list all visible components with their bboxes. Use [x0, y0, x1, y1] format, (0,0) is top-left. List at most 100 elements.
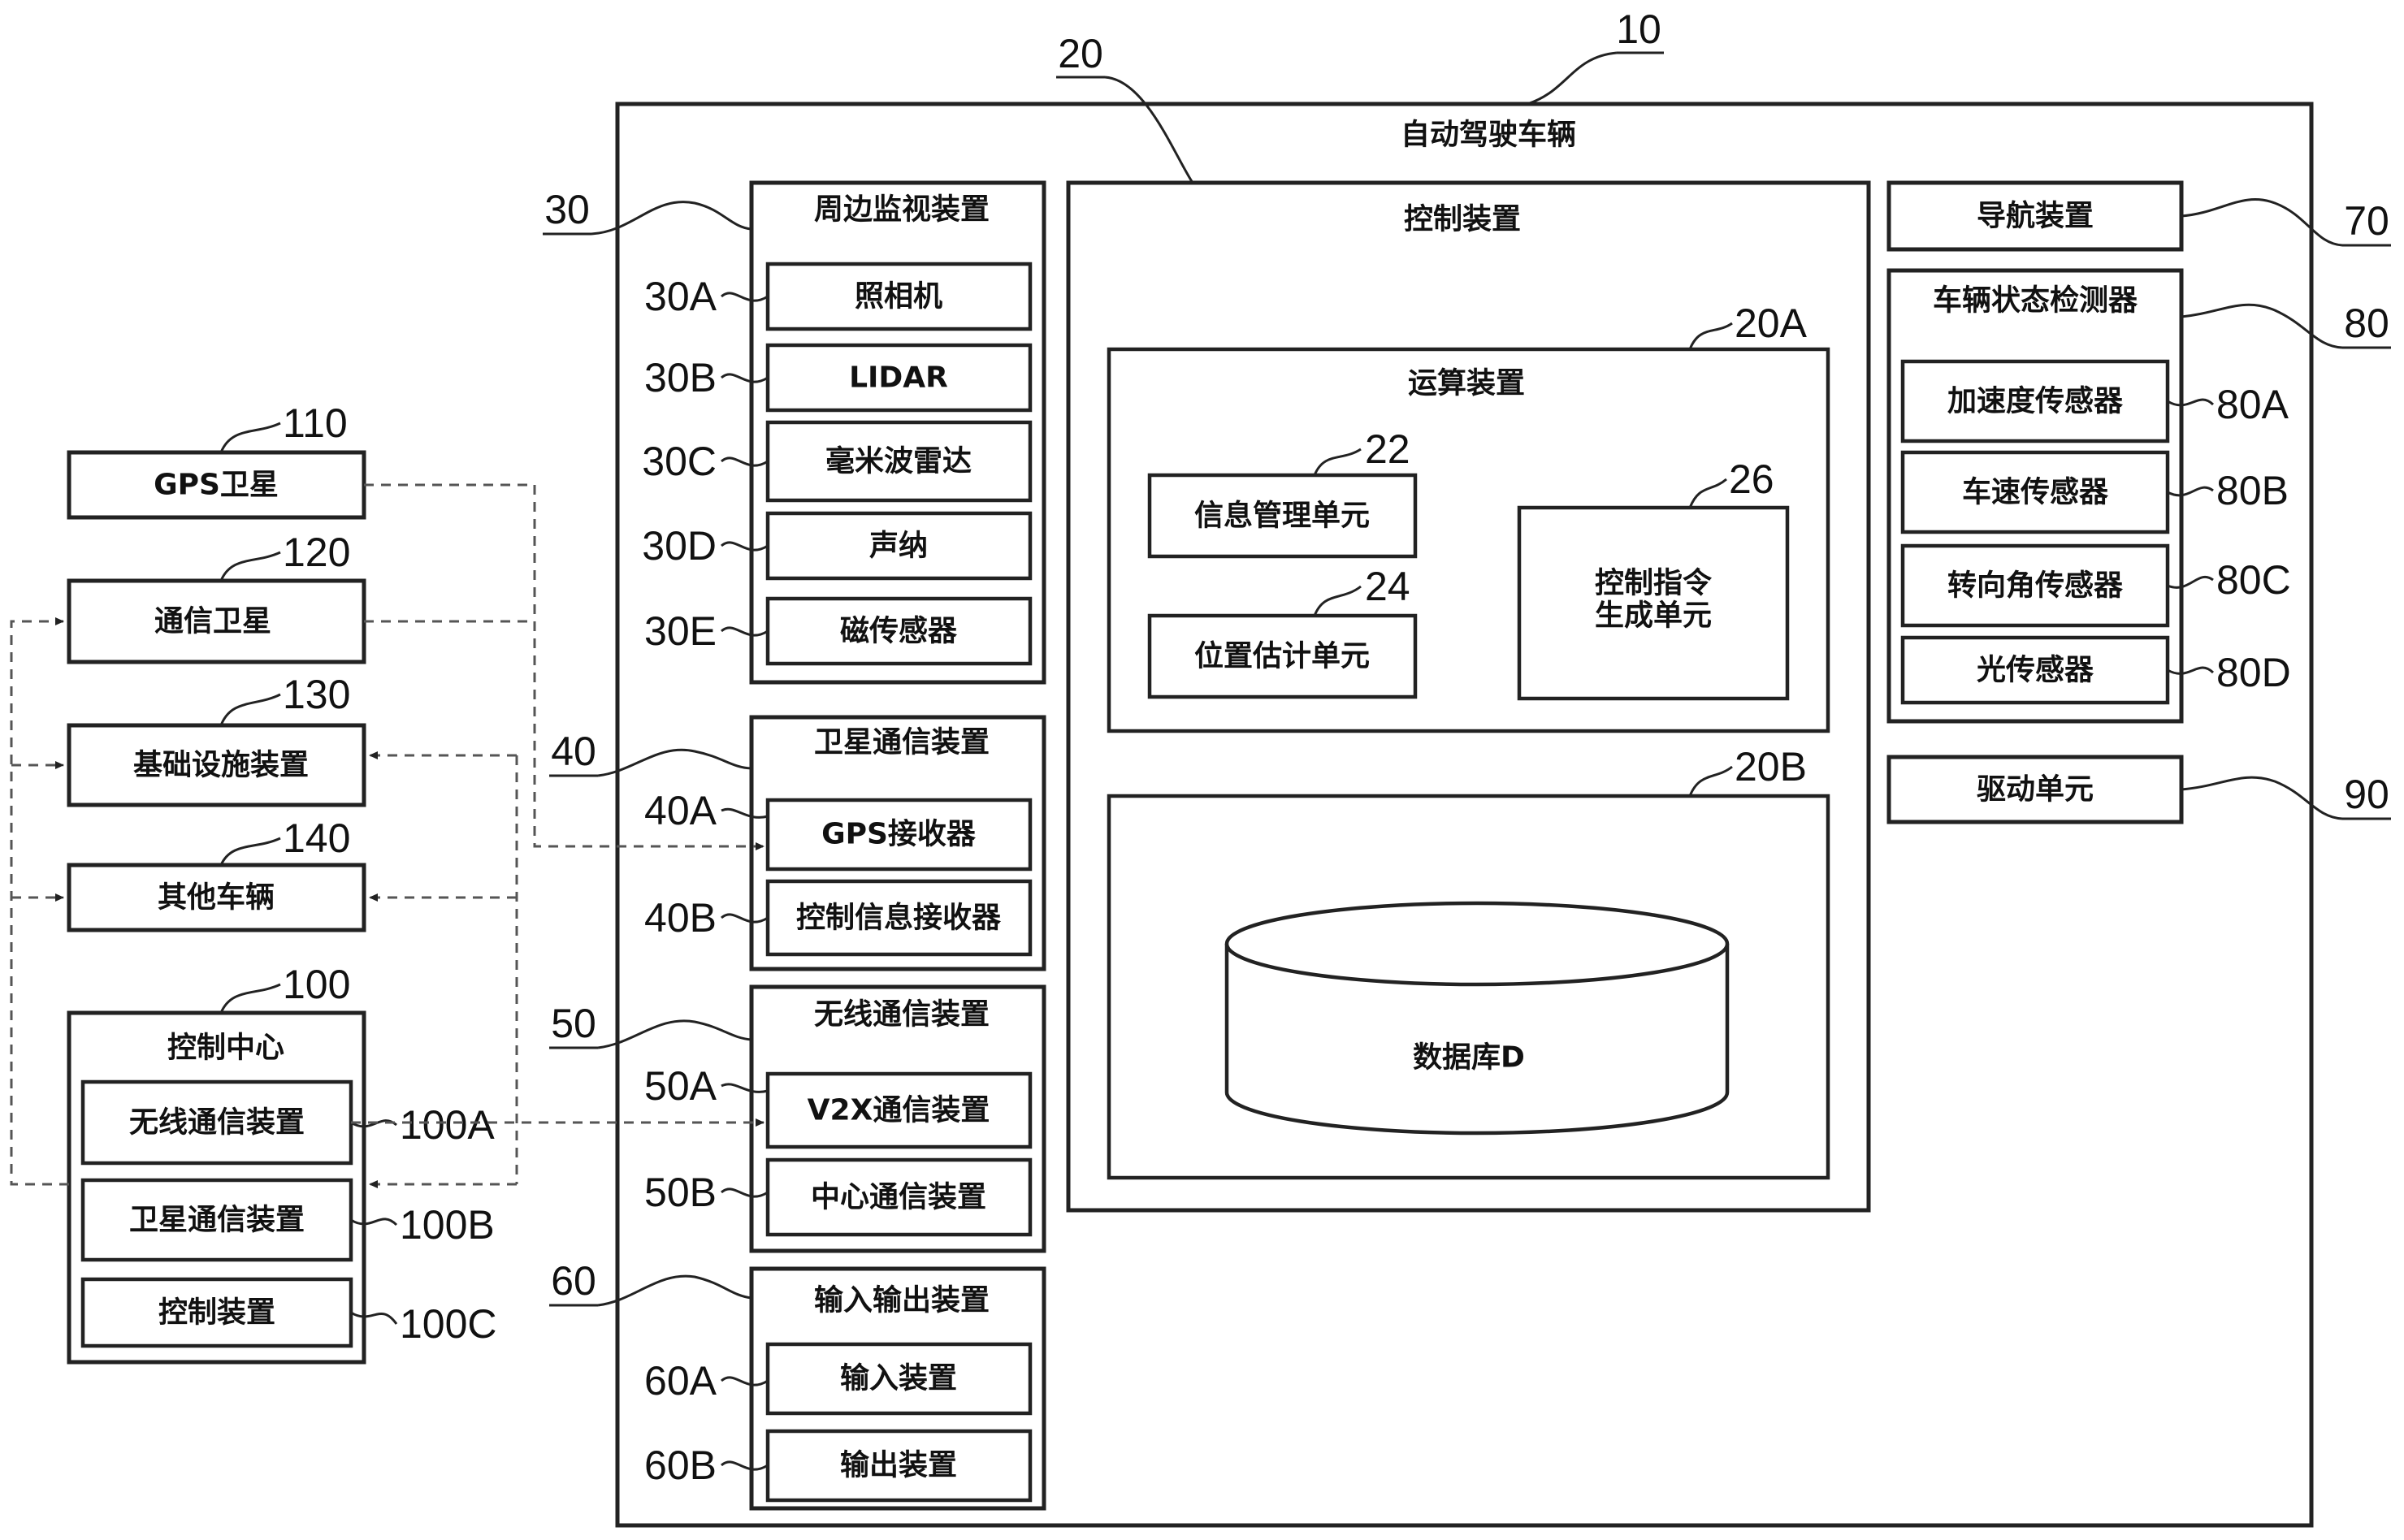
gps-receiver-label: GPS接收器 — [821, 818, 977, 851]
arith-title: 运算装置 — [1408, 367, 1525, 400]
input-device-leader — [721, 1376, 769, 1386]
mmwave-radar-leader — [721, 456, 769, 467]
gps-to-receiver-line — [364, 483, 765, 850]
light-sensor-ref: 80D — [2216, 650, 2291, 695]
steering-sensor-label: 转向角传感器 — [1947, 569, 2124, 603]
drive-unit-label: 驱动单元 — [1977, 773, 2094, 807]
io-device-ref: 60 — [551, 1258, 596, 1304]
light-sensor-label: 光传感器 — [1977, 654, 2094, 687]
gps-satellite-label: GPS卫星 — [154, 469, 279, 502]
magnetic-sensor-label: 磁传感器 — [840, 615, 958, 648]
v2x-comm-ref: 50A — [644, 1063, 717, 1109]
pos-unit-label: 位置估计单元 — [1194, 640, 1370, 673]
control-device-ref: 20 — [1058, 31, 1103, 76]
camera-box — [765, 262, 1033, 331]
drive-unit-leader — [2181, 776, 2343, 820]
surround-monitor-title: 周边监视装置 — [814, 193, 990, 227]
info-unit-ref: 22 — [1365, 426, 1410, 472]
infrastructure-device-box — [67, 723, 366, 807]
cmd-unit-box — [1517, 505, 1790, 701]
speed-sensor-box — [1900, 450, 2170, 534]
other-vehicle-leader — [219, 837, 281, 866]
camera-ref: 30A — [644, 274, 717, 319]
mmwave-radar-label: 毫米波雷达 — [825, 445, 972, 478]
gps-satellite: GPS卫星 110 — [67, 400, 366, 520]
cmd-unit-leader — [1688, 478, 1727, 508]
other-vehicle-box — [67, 863, 366, 932]
vehicle-state-detector: 车辆状态检测器 80 加速度传感器 80A 车速传感器 80B 转向角传感器 8… — [1886, 268, 2391, 724]
sonar-ref: 30D — [642, 523, 717, 569]
mmwave-radar-ref: 30C — [642, 439, 717, 484]
output-device-label: 输出装置 — [840, 1449, 957, 1482]
center-comm-label: 中心通信装置 — [811, 1181, 986, 1214]
storage-leader — [1688, 765, 1733, 797]
center-comm-ref: 50B — [644, 1170, 717, 1215]
io-device-leader — [597, 1274, 752, 1307]
mmwave-radar-box — [765, 420, 1033, 503]
navigation-device-label: 导航装置 — [1977, 199, 2094, 233]
navigation-device-leader — [2181, 198, 2343, 247]
center-wireless-ref: 100A — [400, 1102, 495, 1148]
light-sensor-leader — [2167, 666, 2215, 675]
gps-receiver-ref: 40A — [644, 788, 717, 833]
center-wireless-label: 无线通信装置 — [129, 1106, 305, 1140]
center-comm-leader — [721, 1187, 769, 1198]
center-satcom-ref: 100B — [400, 1202, 495, 1248]
speed-sensor-label: 车速传感器 — [1962, 476, 2109, 509]
wireless-comm: 无线通信装置 50 V2X通信装置 50A 中心通信装置 50B — [549, 984, 1046, 1253]
info-unit-leader — [1313, 448, 1362, 476]
accel-sensor-leader — [2167, 398, 2215, 407]
center-satcom-label: 卫星通信装置 — [129, 1204, 305, 1237]
center-control-ref: 100C — [400, 1301, 497, 1347]
speed-sensor-ref: 80B — [2216, 468, 2289, 513]
output-device-ref: 60B — [644, 1443, 717, 1488]
drive-unit-ref: 90 — [2344, 772, 2389, 817]
v2x-comm-label: V2X通信装置 — [808, 1094, 990, 1127]
magnetic-sensor-leader — [721, 626, 769, 637]
control-device-title: 控制装置 — [1404, 203, 1521, 236]
cmd-unit-line1: 控制指令 — [1595, 567, 1713, 600]
input-device-box — [765, 1342, 1033, 1416]
center-comm-box — [765, 1157, 1033, 1237]
steering-sensor-leader — [2167, 575, 2214, 589]
other-vehicle-label: 其他车辆 — [158, 881, 275, 915]
navigation-device: 导航装置 70 — [1886, 180, 2391, 252]
comm-satellite: 通信卫星 120 — [67, 530, 366, 664]
info-unit-box — [1147, 473, 1418, 559]
other-vehicle-ref: 140 — [283, 815, 350, 861]
other-vehicle: 其他车辆 140 — [67, 815, 366, 932]
comm-satellite-box — [67, 578, 366, 664]
surround-monitor: 周边监视装置 30 照相机 30A LIDAR 30B 毫米波雷达 30C 声纳… — [543, 180, 1046, 685]
output-device-box — [765, 1429, 1033, 1503]
pos-unit-box — [1147, 613, 1418, 699]
lidar-label: LIDAR — [849, 361, 948, 395]
center-control-label: 控制装置 — [158, 1296, 275, 1330]
center-satcom-box — [80, 1178, 353, 1262]
center-left-bus-line — [10, 617, 69, 1186]
speed-sensor-leader — [2167, 486, 2214, 497]
arith-leader — [1688, 322, 1733, 350]
satellite-comm-ref: 40 — [551, 729, 596, 774]
center-control-box — [80, 1277, 353, 1348]
database-label: 数据库D — [1413, 1041, 1525, 1075]
center-wireless-box — [80, 1079, 353, 1166]
control-device-leader — [1104, 76, 1194, 184]
database-icon — [1224, 901, 1730, 1136]
vehicle-state-detector-ref: 80 — [2344, 301, 2389, 346]
v2x-comm-box — [765, 1071, 1033, 1149]
cmd-unit-ref: 26 — [1729, 456, 1774, 502]
comm-satellite-leader — [219, 551, 281, 582]
steering-sensor-box — [1900, 543, 2170, 628]
steering-sensor-ref: 80C — [2216, 557, 2291, 603]
arith-ref: 20A — [1735, 301, 1808, 346]
light-sensor-box — [1900, 635, 2170, 705]
vehicle-state-detector-leader — [2181, 303, 2343, 349]
accel-sensor-label: 加速度传感器 — [1947, 385, 2124, 418]
vehicle-leader — [1527, 51, 1618, 106]
infrastructure-device-ref: 130 — [283, 672, 350, 717]
control-info-receiver-ref: 40B — [644, 895, 717, 941]
vehicle-title: 自动驾驶车辆 — [1401, 119, 1576, 152]
gps-receiver-leader — [721, 807, 769, 819]
control-info-receiver-leader — [721, 913, 769, 924]
